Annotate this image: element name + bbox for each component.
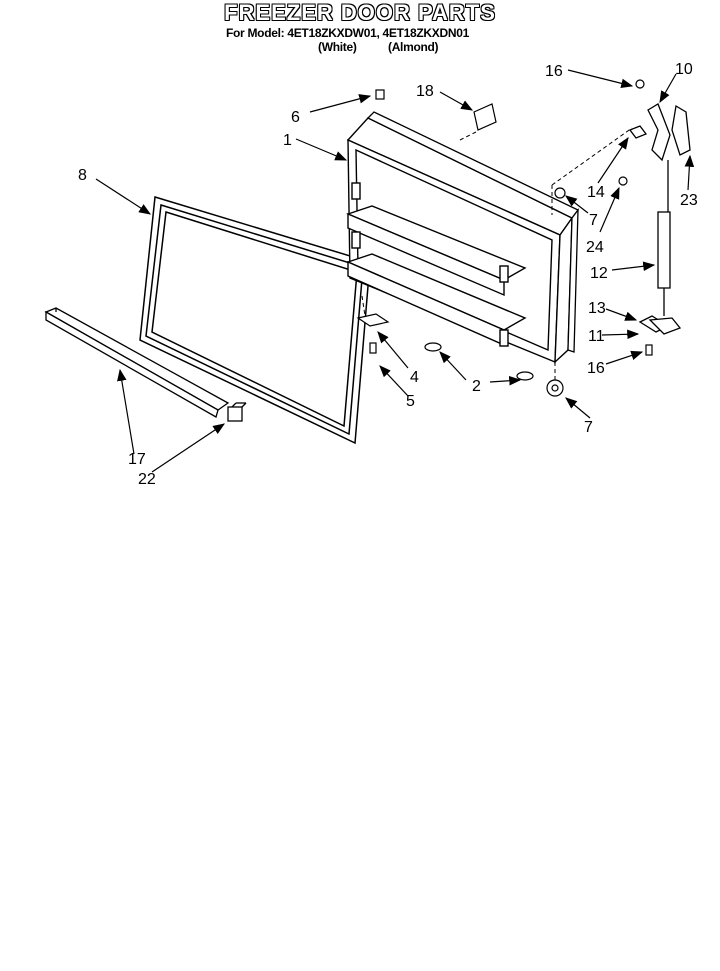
callout-23: 23 [680, 192, 698, 209]
callout-5: 5 [406, 393, 415, 410]
callout-16-top: 16 [545, 63, 563, 80]
outer-door-panel [366, 111, 579, 353]
callout-6: 6 [291, 109, 300, 126]
callout-13: 13 [588, 300, 606, 317]
callout-24: 24 [586, 239, 604, 256]
callout-7-top: 7 [589, 212, 598, 229]
breaker-clip [227, 402, 247, 422]
door-liner [346, 117, 574, 364]
door-gasket [139, 196, 371, 445]
callout-17: 17 [128, 451, 146, 468]
callout-12: 12 [590, 265, 608, 282]
callout-7-bottom: 7 [584, 419, 593, 436]
callout-4: 4 [410, 369, 419, 386]
callout-8: 8 [78, 167, 87, 184]
color-almond-label: (Almond) [388, 40, 439, 54]
alignment-lines [361, 127, 633, 380]
breaker-strip [44, 307, 230, 418]
handle-parts [628, 103, 691, 335]
color-white-label: (White) [318, 40, 357, 54]
callout-2: 2 [472, 378, 481, 395]
model-numbers: For Model: 4ET18ZKXDW01, 4ET18ZKXDN01 [226, 26, 469, 40]
callout-18: 18 [416, 83, 434, 100]
callout-22: 22 [138, 471, 156, 488]
callout-11: 11 [588, 328, 605, 345]
hinge-hardware [356, 79, 653, 397]
leader-arrows [95, 69, 695, 473]
callout-labels: 16 10 6 18 1 8 14 7 23 24 12 13 11 16 4 … [78, 61, 698, 488]
callout-16-bottom: 16 [587, 360, 605, 377]
callout-14: 14 [587, 184, 605, 201]
callout-10: 10 [675, 61, 693, 78]
callout-1: 1 [283, 132, 292, 149]
serial-label-plate [473, 103, 497, 131]
diagram-title: FREEZER DOOR PARTS [224, 0, 496, 25]
